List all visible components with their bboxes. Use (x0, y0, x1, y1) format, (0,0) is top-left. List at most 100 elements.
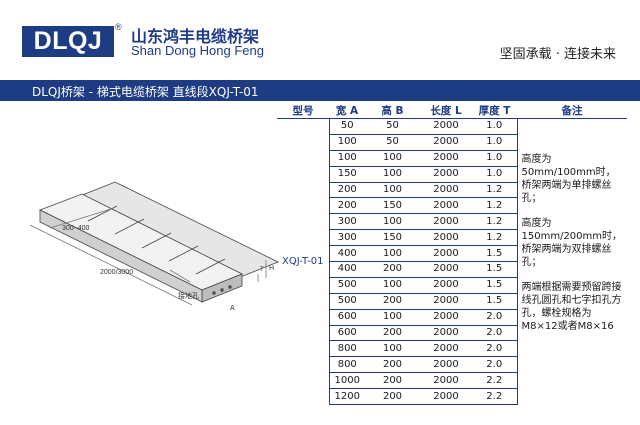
cell-thickness: 1.0 (472, 134, 517, 151)
cell-width: 50 (329, 118, 365, 135)
cell-length: 2000 (420, 245, 472, 263)
header-length: 长度 L (420, 103, 472, 119)
cell-thickness: 2.0 (472, 325, 517, 342)
note-text: 高度为150mm/200mm时，桥架两端为双排螺丝孔； (521, 218, 623, 268)
cell-width: 600 (329, 325, 365, 342)
cell-thickness: 1.0 (472, 118, 517, 135)
cell-height: 200 (365, 356, 420, 374)
header-width: 宽 A (329, 103, 365, 119)
cell-thickness: 2.0 (472, 356, 517, 374)
cell-thickness: 2.0 (472, 340, 517, 358)
model-cell: XQJ-T-01 (277, 118, 330, 405)
cell-width: 800 (329, 356, 365, 374)
dim-length-label: 2000/3000 (100, 269, 133, 276)
cell-thickness: 1.2 (472, 213, 517, 231)
registered-mark: ® (115, 22, 122, 32)
cell-length: 2000 (420, 293, 472, 310)
cell-height: 50 (365, 118, 420, 135)
cell-height: 200 (365, 325, 420, 342)
cell-width: 300 (329, 229, 365, 247)
cell-length: 2000 (420, 134, 472, 151)
cell-length: 2000 (420, 197, 472, 215)
notes-cell: 高度为50mm/100mm时，桥架两端为单排螺丝孔； 高度为150mm/200mm… (516, 118, 627, 405)
cell-thickness: 1.2 (472, 182, 517, 199)
cell-height: 200 (365, 388, 420, 406)
company-name-cn: 山东鸿丰电缆桥架 (131, 27, 260, 46)
header-thickness: 厚度 T (472, 103, 517, 119)
cell-width: 200 (329, 197, 365, 215)
dim-a-label: A (230, 305, 235, 312)
dim-h-label: H (269, 265, 274, 272)
cell-width: 500 (329, 277, 365, 294)
cell-length: 2000 (420, 182, 472, 199)
cell-length: 2000 (420, 261, 472, 278)
cell-width: 400 (329, 245, 365, 263)
cell-height: 100 (365, 309, 420, 326)
note-text: 两端根据需要预留跨接线孔圆孔和七字扣孔方孔，螺栓规格为M8×12或者M8×16 (521, 282, 622, 332)
cell-height: 100 (365, 213, 420, 231)
cell-width: 800 (329, 340, 365, 358)
cell-length: 2000 (420, 325, 472, 342)
cell-height: 100 (365, 182, 420, 199)
cell-width: 400 (329, 261, 365, 278)
cell-width: 600 (329, 309, 365, 326)
cell-width: 1000 (329, 372, 365, 390)
cell-length: 2000 (420, 340, 472, 358)
note-text: 高度为50mm/100mm时，桥架两端为单排螺丝孔； (521, 154, 616, 204)
cell-width: 200 (329, 182, 365, 199)
cell-length: 2000 (420, 356, 472, 374)
cell-thickness: 1.0 (472, 166, 517, 183)
logo-text: DLQJ (33, 27, 103, 55)
cell-width: 500 (329, 293, 365, 310)
cell-height: 150 (365, 197, 420, 215)
dim-width-label: 300~400 (62, 225, 90, 232)
cell-width: 300 (329, 213, 365, 231)
cell-length: 2000 (420, 388, 472, 406)
cell-length: 2000 (420, 277, 472, 294)
cell-height: 200 (365, 293, 420, 310)
cell-thickness: 2.0 (472, 309, 517, 326)
cell-height: 200 (365, 261, 420, 278)
cell-height: 100 (365, 245, 420, 263)
cell-width: 100 (329, 150, 365, 167)
product-title-bar: DLQJ桥架 - 梯式电缆桥架 直线段XQJ-T-01 (0, 80, 640, 101)
cell-height: 100 (365, 340, 420, 358)
cell-height: 100 (365, 150, 420, 167)
brand-logo: DLQJ (22, 26, 114, 57)
company-name-en: Shan Dong Hong Feng (131, 43, 264, 58)
cell-height: 100 (365, 277, 420, 294)
cell-height: 50 (365, 134, 420, 151)
cell-length: 2000 (420, 309, 472, 326)
cell-length: 2000 (420, 166, 472, 183)
product-title: DLQJ桥架 - 梯式电缆桥架 直线段XQJ-T-01 (32, 85, 259, 99)
header-model: 型号 (277, 103, 329, 119)
cell-thickness: 1.5 (472, 245, 517, 263)
cell-width: 150 (329, 166, 365, 183)
cell-thickness: 1.5 (472, 261, 517, 278)
cell-length: 2000 (420, 372, 472, 390)
cable-ladder-drawing: 300~400 2000/3000 接地孔 H T A (29, 181, 279, 312)
cell-length: 2000 (420, 229, 472, 247)
cell-width: 1200 (329, 388, 365, 406)
table-header-row: 型号 宽 A 高 B 长度 L 厚度 T 备注 (277, 103, 627, 119)
cell-height: 200 (365, 372, 420, 390)
cell-width: 100 (329, 134, 365, 151)
cell-thickness: 2.2 (472, 388, 517, 406)
cell-length: 2000 (420, 213, 472, 231)
